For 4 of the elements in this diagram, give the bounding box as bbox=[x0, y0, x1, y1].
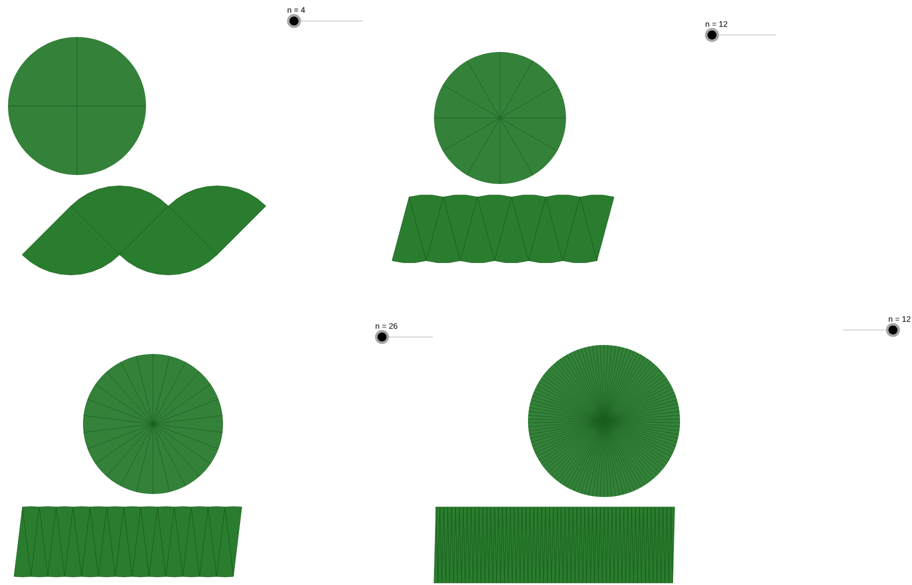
slider-label: n = 26 bbox=[376, 323, 398, 329]
slider-label: n = 4 bbox=[288, 7, 305, 13]
slider-label: n = 12 bbox=[888, 316, 910, 322]
slider-label: n = 12 bbox=[706, 21, 728, 27]
